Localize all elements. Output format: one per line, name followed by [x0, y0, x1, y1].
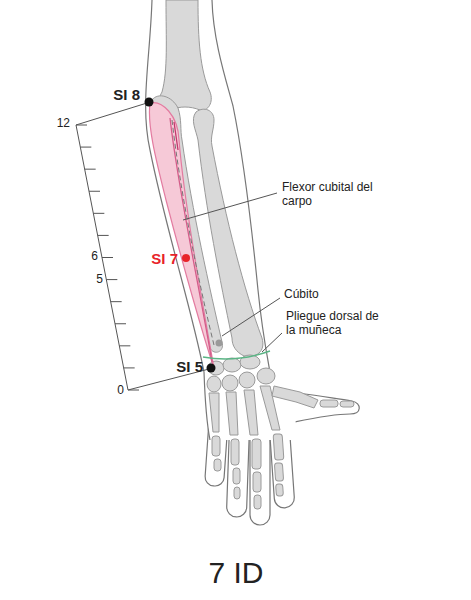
scale-number: 0 [117, 383, 124, 397]
ruler-tick [89, 191, 100, 192]
ruler-tick [106, 279, 117, 280]
point-label: SI 7 [151, 250, 178, 268]
ruler-tick [119, 345, 130, 346]
ruler-tick [76, 125, 87, 126]
ruler-tick [85, 169, 96, 170]
scale-number: 5 [96, 272, 103, 286]
caption: 7 ID [208, 555, 263, 591]
ruler-tick [128, 390, 139, 391]
ruler-tick [115, 323, 126, 324]
scale-number: 12 [57, 116, 70, 130]
bone-label: Cúbito [284, 287, 319, 301]
ruler-tick [93, 213, 104, 214]
muscle-label: Flexor cubital del carpo [282, 180, 377, 209]
ruler-tick [111, 301, 122, 302]
ruler-tick [80, 147, 91, 148]
point-label: SI 8 [113, 86, 140, 104]
point-label: SI 5 [176, 358, 203, 376]
scale-number: 6 [91, 249, 98, 263]
ruler-tick [102, 257, 113, 258]
landmark-label: Pliegue dorsal de la muñeca [286, 309, 386, 338]
ruler-tick [124, 367, 135, 368]
ruler-tick [98, 235, 109, 236]
